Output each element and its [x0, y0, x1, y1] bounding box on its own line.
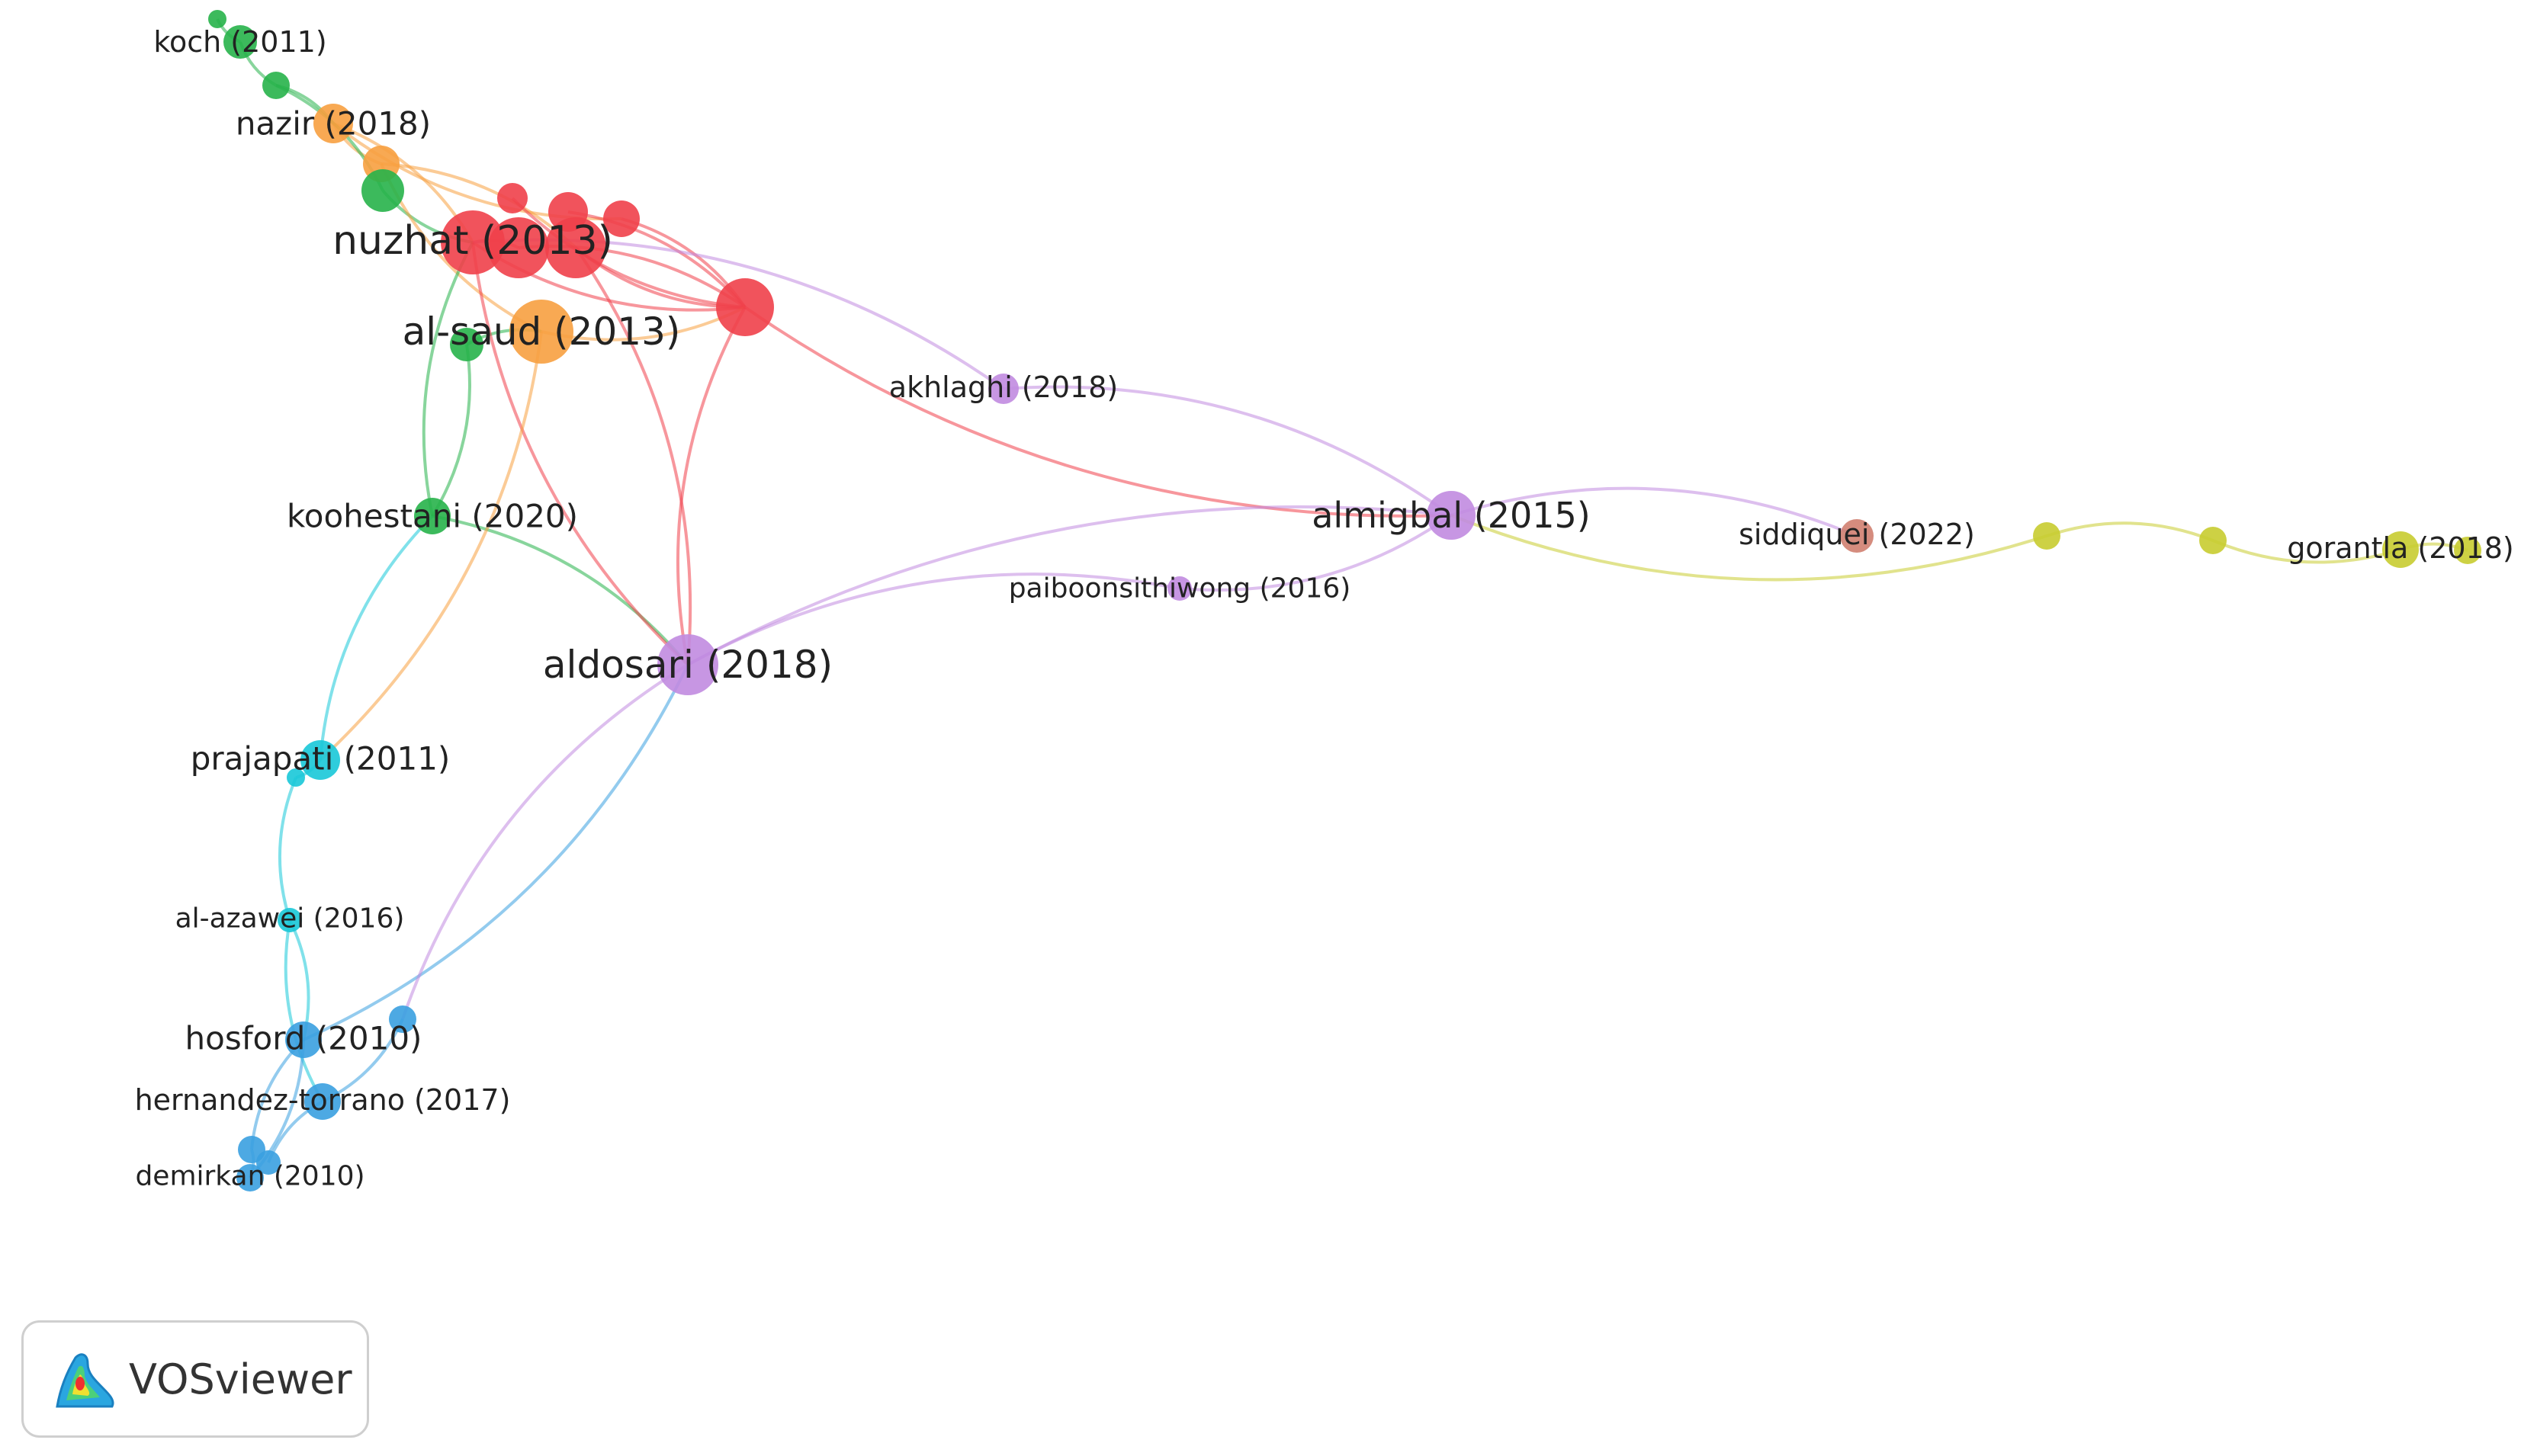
link-paiboonsithiwong-2016-aldosari-2018 [687, 572, 1180, 666]
link-red-g-aldosari-2018 [676, 306, 747, 665]
node-hernandez-torrano-2017[interactable] [304, 1083, 341, 1120]
node-yellow-a[interactable] [2033, 522, 2060, 550]
node-red-b[interactable] [488, 217, 549, 278]
link-almigbal-2015-paiboonsithiwong-2016 [1179, 514, 1453, 592]
node-label-prajapati-2011[interactable]: prajapati (2011) [191, 740, 451, 778]
node-blue-b[interactable] [389, 1005, 416, 1033]
link-nuzhat-2013-koohestani-2020 [422, 242, 474, 517]
vosviewer-logo-icon [56, 1353, 114, 1408]
link-red-g-almigbal-2015 [743, 306, 1452, 518]
link-al-saud-2013-prajapati-2011 [319, 331, 543, 762]
vosviewer-logo-text: VOSviewer [129, 1355, 352, 1403]
node-al-azawei-2016[interactable] [278, 908, 302, 932]
link-green-d-koohestani-2020 [431, 344, 471, 518]
link-yellow-a-yellow-b [2046, 521, 2214, 542]
node-yellow-c[interactable] [2454, 537, 2481, 564]
link-al-azawei-2016-hernandez-torrano-2017 [284, 919, 324, 1103]
node-red-f[interactable] [603, 200, 640, 237]
node-gorantla-2018[interactable] [2382, 531, 2419, 568]
node-green-b[interactable] [262, 72, 290, 99]
node-label-almigbal-2015[interactable]: almigbal (2015) [1312, 495, 1591, 536]
link-red-e-aldosari-2018 [574, 246, 692, 665]
node-akhlaghi-2018[interactable] [988, 374, 1019, 404]
node-label-siddiquei-2022[interactable]: siddiquei (2022) [1739, 518, 1975, 551]
link-aldosari-2018-blue-b [401, 663, 689, 1020]
node-nazir-2018[interactable] [313, 104, 353, 143]
link-almigbal-2015-aldosari-2018 [687, 505, 1452, 666]
node-paiboonsithiwong-2016[interactable] [1167, 576, 1192, 601]
link-koohestani-2020-aldosari-2018 [432, 515, 689, 666]
node-layer [208, 10, 2481, 1191]
link-cyan-b-al-azawei-2016 [278, 777, 297, 921]
node-almigbal-2015[interactable] [1427, 491, 1476, 540]
node-label-aldosari-2018[interactable]: aldosari (2018) [543, 643, 833, 687]
node-koch-2011[interactable] [223, 25, 257, 59]
label-layer: koch (2011) nazir (2018) nuzhat (2013) al-s… [135, 25, 2514, 1192]
node-label-koohestani-2020[interactable]: koohestani (2020) [287, 498, 578, 535]
node-red-e[interactable] [545, 217, 606, 278]
node-label-al-saud-2013[interactable]: al-saud (2013) [403, 309, 681, 354]
node-label-akhlaghi-2018[interactable]: akhlaghi (2018) [889, 370, 1118, 404]
node-label-nuzhat-2013[interactable]: nuzhat (2013) [332, 218, 613, 264]
link-almigbal-2015-siddiquei-2022 [1450, 486, 1858, 537]
node-label-hernandez-torrano-2017[interactable]: hernandez-torrano (2017) [135, 1083, 511, 1117]
node-label-hosford-2010[interactable]: hosford (2010) [185, 1020, 422, 1057]
node-label-nazir-2018[interactable]: nazir (2018) [236, 105, 431, 143]
node-label-gorantla-2018[interactable]: gorantla (2018) [2287, 531, 2514, 565]
node-siddiquei-2022[interactable] [1840, 519, 1874, 553]
link-red-c-red-g [511, 197, 746, 309]
link-nuzhat-2013-aldosari-2018 [471, 242, 689, 666]
node-hosford-2010[interactable] [285, 1021, 322, 1058]
node-cyan-b[interactable] [287, 768, 305, 787]
node-prajapati-2011[interactable] [300, 740, 340, 780]
link-yellow-b-gorantla-2018 [2212, 539, 2401, 564]
node-red-c[interactable] [497, 183, 528, 213]
link-akhlaghi-2018-almigbal-2015 [1003, 385, 1453, 517]
node-aldosari-2018[interactable] [657, 634, 718, 695]
node-red-g[interactable] [716, 278, 774, 336]
node-green-d[interactable] [450, 328, 483, 361]
node-label-koch-2011[interactable]: koch (2011) [153, 25, 326, 59]
link-koohestani-2020-prajapati-2011 [319, 515, 434, 761]
node-blue-d[interactable] [256, 1150, 281, 1175]
link-aldosari-2018-hosford-2010 [303, 664, 689, 1041]
node-green-c[interactable] [361, 169, 404, 212]
node-nuzhat-2013[interactable] [441, 210, 505, 274]
node-yellow-b[interactable] [2199, 527, 2227, 554]
node-green-a[interactable] [208, 10, 226, 28]
node-al-saud-2013[interactable] [509, 300, 573, 364]
node-label-demirkan-2010[interactable]: demirkan (2010) [135, 1161, 365, 1192]
vosviewer-logo-badge: VOSviewer [21, 1320, 369, 1438]
node-label-paiboonsithiwong-2016[interactable]: paiboonsithiwong (2016) [1009, 573, 1351, 605]
node-koohestani-2020[interactable] [414, 498, 451, 534]
node-demirkan-2010[interactable] [236, 1164, 264, 1191]
node-label-al-azawei-2016[interactable]: al-azawei (2016) [175, 903, 405, 935]
link-almigbal-2015-yellow-a [1450, 514, 2047, 582]
